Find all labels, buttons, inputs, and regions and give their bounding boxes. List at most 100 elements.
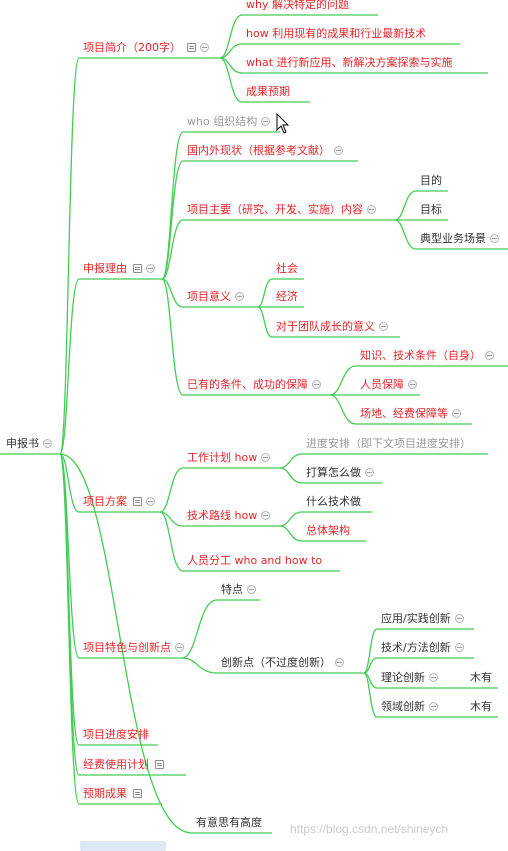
mind-map-node[interactable]: why 解决特定的问题 [246, 0, 349, 12]
mind-map-node[interactable]: 目的 [420, 174, 442, 188]
connector-line [161, 160, 184, 280]
mind-map-node[interactable]: 经济 [276, 290, 298, 304]
collapse-toggle-icon[interactable] [235, 291, 244, 301]
collapse-toggle-icon[interactable] [335, 657, 344, 667]
collapse-toggle-icon[interactable] [454, 613, 464, 623]
mind-map-node[interactable]: 项目特色与创新点 [83, 641, 184, 655]
mind-map-node[interactable]: 创新点（不过度创新） [221, 656, 344, 670]
mind-map-node[interactable]: 对于团队成长的意义 [276, 320, 388, 334]
collapse-toggle-icon[interactable] [429, 672, 438, 682]
mind-map-node[interactable]: 项目方案 [83, 495, 155, 509]
mind-map-node[interactable]: what 进行新应用、新解决方案探索与实施 [246, 56, 453, 70]
note-icon[interactable] [133, 788, 142, 798]
collapse-toggle-icon[interactable] [408, 379, 417, 389]
mind-map-node[interactable]: 人员分工 who and how to [187, 554, 322, 568]
node-label: 项目特色与创新点 [83, 641, 171, 654]
collapse-toggle-icon[interactable] [379, 321, 388, 331]
connector-line [59, 453, 80, 746]
connector-line [279, 467, 303, 484]
collapse-toggle-icon[interactable] [261, 510, 271, 520]
collapse-toggle-icon[interactable] [334, 145, 343, 155]
node-label: 经费使用计划 [83, 758, 149, 771]
mind-map-node[interactable]: who 组织结构 [187, 115, 271, 129]
mind-map-node[interactable]: how 利用现有的成果和行业最新技术 [246, 27, 426, 41]
mind-map-node[interactable]: 典型业务场景 [420, 232, 499, 246]
connector-line [394, 219, 417, 250]
collapse-toggle-icon[interactable] [146, 263, 155, 273]
mind-map-node[interactable]: 应用/实践创新 [381, 612, 464, 626]
connector-line [159, 511, 184, 572]
collapse-toggle-icon[interactable] [485, 350, 494, 360]
collapse-toggle-icon[interactable] [200, 42, 209, 52]
collapse-toggle-icon[interactable] [452, 408, 461, 418]
connector-line [59, 453, 80, 513]
node-label: 成果预期 [246, 85, 290, 98]
node-label: 创新点（不过度创新） [221, 656, 331, 669]
node-label: 目标 [420, 203, 442, 216]
connector-line [257, 306, 273, 338]
mind-map-node[interactable]: 场地、经费保障等 [360, 407, 461, 421]
mind-map-node[interactable]: 理论创新 [381, 671, 438, 685]
node-label: 项目意义 [187, 290, 231, 303]
collapse-toggle-icon[interactable] [429, 701, 438, 711]
node-label: 已有的条件、成功的保障 [187, 378, 308, 391]
mouse-cursor-icon [276, 113, 290, 134]
connector-line [279, 453, 303, 469]
mind-map-node[interactable]: 成果预期 [246, 85, 290, 99]
root-label: 申报书 [6, 437, 39, 450]
note-icon[interactable] [155, 759, 164, 769]
mind-map-node[interactable]: 总体架构 [306, 524, 350, 538]
node-label: 知识、技术条件（自身） [360, 349, 481, 362]
mind-map-node[interactable]: 知识、技术条件（自身） [360, 349, 494, 363]
collapse-toggle-icon[interactable] [365, 467, 374, 477]
connector-line [59, 453, 80, 805]
mind-map-node[interactable]: 技术路线 how [187, 509, 271, 523]
mind-map-node[interactable]: 什么技术做 [306, 495, 361, 509]
node-label: 总体架构 [306, 524, 350, 537]
collapse-toggle-icon[interactable] [490, 233, 499, 243]
mind-map-node[interactable]: 领域创新 [381, 700, 438, 714]
collapse-toggle-icon[interactable] [367, 204, 376, 214]
mind-map-node[interactable]: 技术/方法创新 [381, 641, 464, 655]
mind-map-node[interactable]: 特点 [221, 583, 256, 597]
note-icon[interactable] [187, 42, 196, 52]
node-label: 项目方案 [83, 495, 127, 508]
mind-map-node[interactable]: 国内外现状（根据参考文献） [187, 144, 343, 158]
mind-map-node[interactable]: 申报理由 [83, 262, 155, 276]
node-label: what 进行新应用、新解决方案探索与实施 [246, 56, 453, 69]
node-label: 有意思有高度 [196, 816, 262, 829]
mind-map-node[interactable]: 进度安排（即下文项目进度安排） [306, 437, 471, 451]
collapse-toggle-icon[interactable] [261, 452, 271, 462]
mind-map-node[interactable]: 项目简介（200字） [83, 41, 209, 55]
collapse-toggle-icon[interactable] [261, 116, 271, 126]
node-label: 对于团队成长的意义 [276, 320, 375, 333]
node-label: 进度安排（即下文项目进度安排） [306, 437, 471, 450]
node-label: who 组织结构 [187, 115, 258, 128]
mind-map-node[interactable]: 项目进度安排 [83, 728, 149, 742]
mind-map-node[interactable]: 项目主要（研究、开发、实施）内容 [187, 203, 376, 217]
mind-map-node[interactable]: 有意思有高度 [196, 816, 262, 830]
mind-map-node[interactable]: 预期成果 [83, 787, 142, 801]
collapse-toggle-icon[interactable] [454, 642, 464, 652]
connector-line [394, 190, 417, 221]
mind-map-node[interactable]: 打算怎么做 [306, 466, 374, 480]
mind-map-node[interactable]: 经费使用计划 [83, 758, 164, 772]
note-icon[interactable] [133, 496, 142, 506]
collapse-toggle-icon[interactable] [146, 496, 155, 506]
node-annotation: 木有 [470, 700, 492, 713]
mind-map-node[interactable]: 目标 [420, 203, 442, 217]
mind-map-node[interactable]: 人员保障 [360, 378, 417, 392]
mind-map-node[interactable]: 已有的条件、成功的保障 [187, 378, 321, 392]
collapse-toggle-icon[interactable] [43, 438, 52, 448]
collapse-toggle-icon[interactable] [312, 379, 321, 389]
note-icon[interactable] [133, 263, 142, 273]
mind-map-node[interactable]: 项目意义 [187, 290, 244, 304]
collapse-toggle-icon[interactable] [247, 584, 256, 594]
node-label: 特点 [221, 583, 243, 596]
mind-map-node[interactable]: 工作计划 how [187, 451, 271, 465]
connector-line [161, 278, 184, 308]
node-label: 什么技术做 [306, 495, 361, 508]
collapse-toggle-icon[interactable] [175, 642, 184, 652]
root-node[interactable]: 申报书 [6, 437, 52, 451]
mind-map-node[interactable]: 社会 [276, 262, 298, 276]
